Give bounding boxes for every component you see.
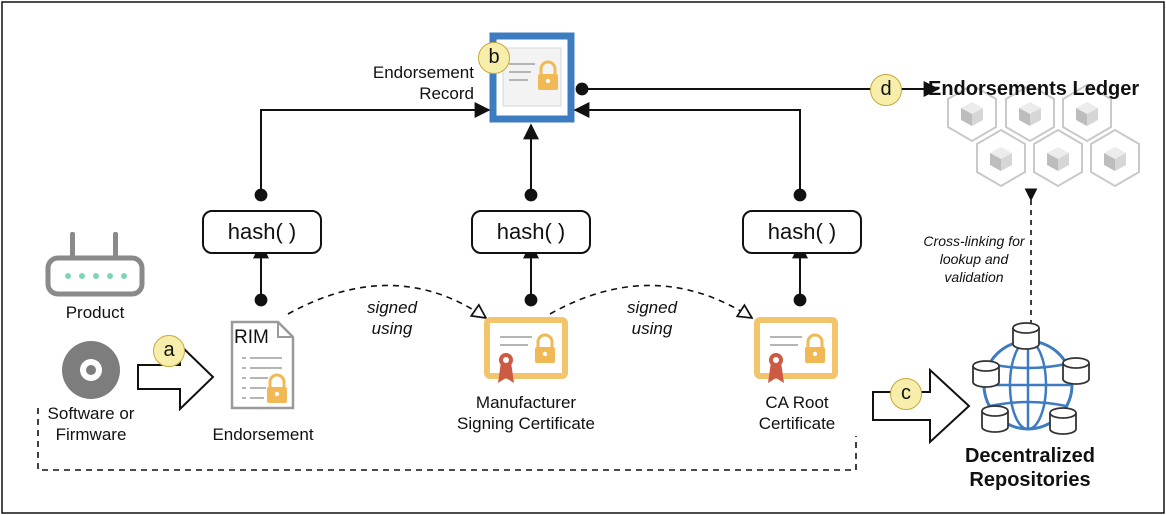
cube-icon [976, 129, 1026, 187]
database-icon [1062, 357, 1090, 385]
certificate-icon [754, 317, 838, 383]
badge-b: b [478, 42, 510, 74]
signed-using-label-1: signed using [366, 298, 418, 338]
database-icon [972, 360, 1000, 388]
endorsement-label: Endorsement [212, 425, 314, 444]
arrow-c [872, 367, 971, 445]
cube-icon [1033, 129, 1083, 187]
globe-icon [982, 339, 1074, 431]
signed-using-label-2: signed using [626, 298, 678, 338]
cube-icon [1090, 129, 1140, 187]
product-label: Product [65, 303, 125, 322]
badge-d: d [870, 74, 902, 106]
cross-linking-label: Cross-linking for lookup and validation [923, 233, 1025, 285]
database-icon [1012, 322, 1040, 350]
router-icon [45, 232, 145, 297]
manufacturer-certificate-label: Manufacturer Signing Certificate [457, 393, 595, 433]
rim-label: RIM [234, 327, 269, 348]
hash-box-endorsement: hash( ) [202, 210, 322, 254]
endorsements-ledger-title: Endorsements Ledger [928, 78, 1140, 100]
hash-box-ca-root: hash( ) [742, 210, 862, 254]
endorsement-record-label: Endorsement Record [372, 63, 474, 103]
software-firmware-label: Software or Firmware [47, 404, 135, 444]
badge-c: c [890, 378, 922, 410]
hash-to-record-connectors [253, 81, 940, 307]
certificate-icon [484, 317, 568, 383]
bottom-dashed-bracket [37, 408, 857, 471]
document-icon [230, 320, 295, 410]
database-icon [981, 405, 1009, 433]
signed-using-arrows [287, 284, 752, 318]
decentralized-repositories-title: Decentralized Repositories [964, 445, 1096, 491]
badge-a: a [153, 335, 185, 367]
endorsement-record-icon [489, 32, 575, 123]
disc-icon [62, 341, 120, 399]
ca-root-certificate-label: CA Root Certificate [758, 393, 836, 433]
database-icon [1049, 407, 1077, 435]
hash-box-manufacturer: hash( ) [471, 210, 591, 254]
